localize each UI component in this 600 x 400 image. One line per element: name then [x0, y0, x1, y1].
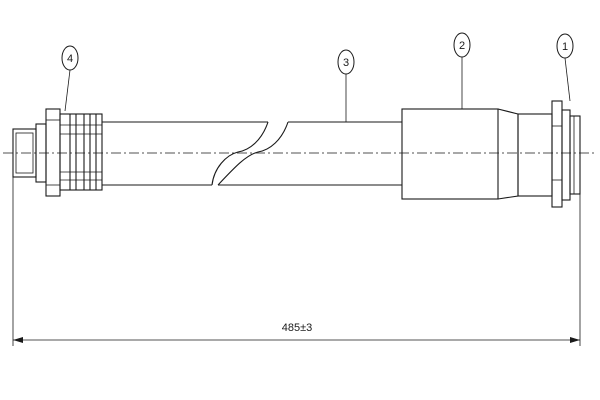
crimp-ferrule	[401, 108, 499, 200]
callout-leaders	[64, 57, 571, 122]
callout-3-label: 3	[343, 57, 349, 69]
callout-3: 3	[337, 49, 355, 75]
callout-4-label: 4	[67, 53, 73, 65]
overall-length-dimension: 485±3	[12, 177, 581, 346]
callout-1-label: 1	[562, 41, 568, 53]
callout-4: 4	[61, 45, 79, 71]
overall-length-value: 485±3	[282, 322, 313, 334]
left-fitting	[12, 108, 103, 197]
callout-1: 1	[556, 33, 574, 59]
right-fitting	[497, 100, 581, 208]
hose-body	[102, 121, 402, 186]
callout-2-label: 2	[459, 40, 465, 52]
callout-2: 2	[453, 32, 471, 58]
